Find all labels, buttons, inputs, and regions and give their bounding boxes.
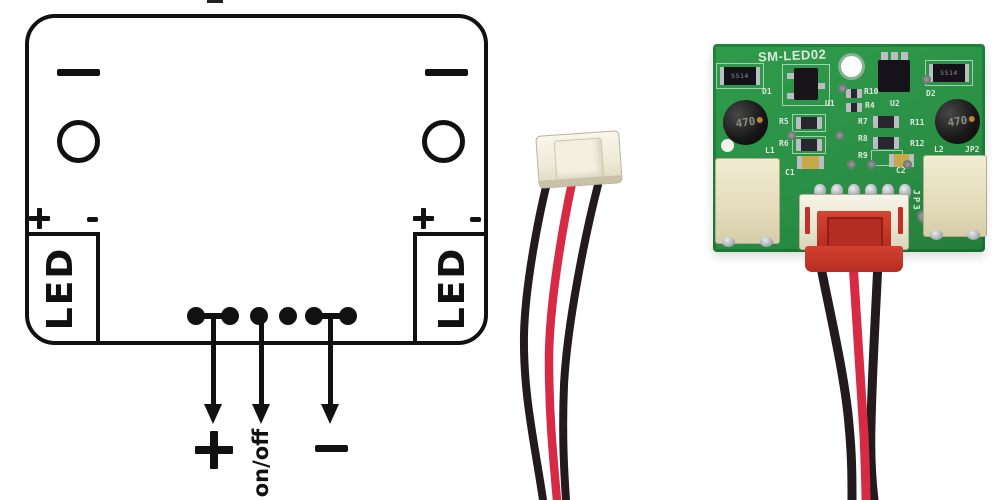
arrow-stem-plus: [211, 316, 216, 406]
via: [847, 160, 856, 169]
side-connector-left: [715, 158, 780, 247]
d1-silk-outline: [716, 63, 764, 89]
plus-symbol-right: [413, 208, 434, 229]
d1-label: D1: [762, 87, 772, 96]
indicator-circle-right: [422, 120, 465, 163]
indicator-circle-left: [57, 120, 100, 163]
u2-legs: [881, 52, 888, 64]
r11-label: R11: [910, 118, 925, 127]
r8-label: R8: [858, 134, 868, 143]
wiring-diagram-panel: LED LED on/off: [25, 14, 488, 497]
r6-label: R6: [779, 139, 789, 148]
u1-silk-outline: [782, 64, 830, 106]
via: [787, 131, 796, 140]
negative-terminal-bar-right: [425, 69, 468, 76]
arrow-stem-minus: [328, 316, 333, 406]
transistor-u1: [794, 68, 818, 100]
d2-label: D2: [926, 89, 936, 98]
pin-dot-2: [221, 307, 239, 325]
minus-symbol-right: [470, 217, 481, 222]
output-onoff-label: on/off: [249, 428, 273, 498]
pcb-wire-black-right: [866, 257, 883, 500]
via: [838, 84, 847, 93]
arrow-stem-onoff: [259, 316, 264, 406]
via: [903, 160, 912, 169]
led-box-left: LED: [25, 232, 100, 341]
jst-plug-connector: [535, 130, 623, 189]
c2-label: C2: [896, 166, 906, 175]
r10-label: R10: [864, 87, 879, 96]
l2-label: L2: [934, 145, 944, 154]
pin-dot-6: [339, 307, 357, 325]
pcb-silk-title: SM-LED02: [757, 46, 827, 65]
capacitor-c1: [797, 156, 824, 169]
resistor-r5: [796, 117, 822, 129]
jp3-label: JP3: [910, 189, 921, 212]
r5-silk: [792, 114, 826, 132]
u1-leg-right: [817, 83, 825, 89]
negative-terminal-bar-left: [57, 69, 100, 76]
r7-label: R7: [858, 117, 868, 126]
led-label-right: LED: [432, 246, 474, 331]
cable-wires: [519, 178, 602, 500]
diode-d2: SS14: [929, 64, 969, 82]
plus-symbol-left: [29, 208, 50, 229]
regulator-u2: [878, 60, 910, 92]
resistor-r6: [796, 139, 822, 151]
side-connector-right: [923, 155, 987, 240]
d2-silk-outline: [925, 60, 973, 86]
u1-label: U1: [825, 99, 835, 108]
via: [835, 131, 844, 140]
c1-label: C1: [785, 168, 795, 177]
pin-dot-4: [279, 307, 297, 325]
red-plug-flange: [805, 246, 903, 272]
diode-d1: SS14: [720, 67, 760, 85]
pcb-board: SM-LED02 SS14 D1 U1 R10 R4 U2 SS14 D2 47…: [713, 44, 987, 272]
via: [867, 160, 876, 169]
r9-label: R9: [858, 151, 868, 160]
minus-symbol-left: [87, 217, 98, 222]
resistor-r8: [873, 137, 899, 149]
via: [922, 75, 931, 84]
pcb-wire-black-left: [815, 257, 857, 500]
r5-label: R5: [779, 117, 789, 126]
pcb-wire-red-center: [848, 257, 871, 500]
resistor-r4: [846, 103, 862, 112]
l1-label: L1: [765, 146, 775, 155]
cropped-top-artifact: [207, 0, 223, 3]
r6-silk: [792, 136, 826, 154]
led-label-left: LED: [40, 246, 82, 331]
resistor-r10: [846, 89, 862, 98]
mounting-hole: [841, 56, 862, 77]
plus-bar: [210, 431, 218, 469]
plus-bar: [421, 208, 426, 229]
jst-slot-left: [805, 207, 810, 234]
connector-latch-tab: [553, 137, 605, 182]
pcb-wires: [815, 257, 883, 500]
u2-label: U2: [890, 99, 900, 108]
plus-bar: [37, 208, 42, 229]
wire-red-center: [544, 178, 577, 500]
output-minus-symbol: [315, 445, 348, 452]
wire-black-right: [559, 181, 602, 500]
white-via: [721, 139, 734, 152]
r12-label: R12: [910, 139, 925, 148]
wire-black-left: [519, 179, 551, 500]
jst-slot-right: [898, 207, 903, 234]
arrowhead-minus: [321, 404, 339, 424]
arrowhead-plus: [204, 404, 222, 424]
output-plus-symbol: [195, 431, 233, 469]
u1-legs-left: [787, 73, 795, 79]
jp2-label: JP2: [965, 145, 980, 154]
r4-label: R4: [865, 101, 875, 110]
led-box-right: LED: [413, 232, 488, 341]
inductor-l2: 470: [932, 96, 983, 147]
resistor-r7: [873, 116, 899, 128]
arrowhead-onoff: [252, 404, 270, 424]
